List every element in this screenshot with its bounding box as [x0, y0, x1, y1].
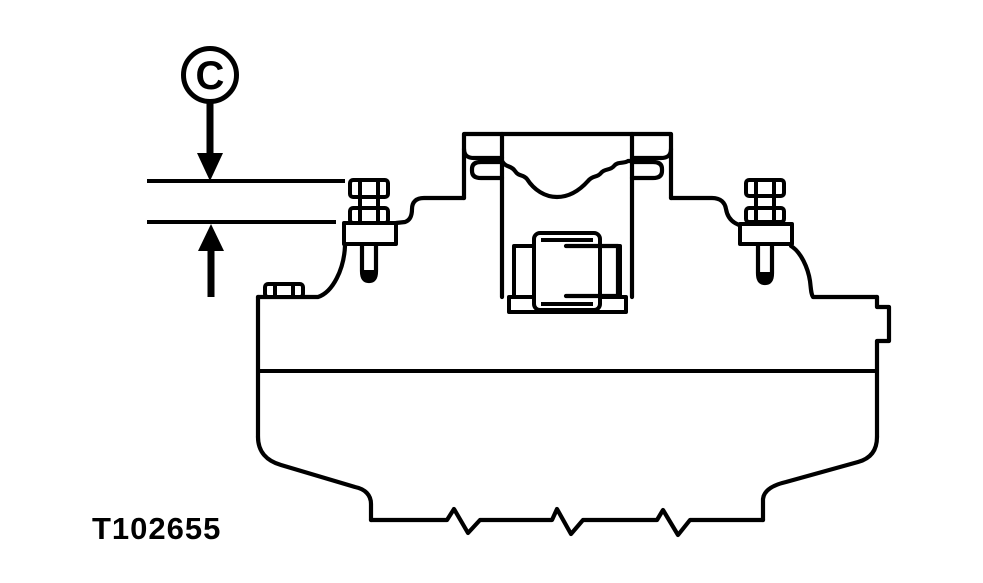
body-left-scurve — [393, 195, 467, 226]
measurement-callout-c: C — [147, 46, 345, 297]
body-lower-right-taper — [760, 434, 880, 523]
hex-bolt-small-left — [263, 282, 305, 299]
cap-step-left — [461, 146, 505, 161]
bolt-left-tip — [362, 270, 376, 281]
down-arrowhead-icon — [197, 153, 223, 181]
callout-circle — [181, 46, 239, 104]
mounting-bolt-right — [738, 178, 794, 286]
piston-front-block — [532, 231, 602, 312]
mounting-bolt-left — [342, 178, 398, 284]
hex-bolt-small-facets — [273, 285, 295, 296]
body-top-left-edge — [255, 243, 348, 300]
bolt-right-tip — [758, 272, 772, 283]
bolt-left-head — [348, 178, 390, 199]
body-bottom-break-line — [368, 506, 766, 538]
cap-ear-right — [629, 159, 665, 181]
piston-boot-saddle — [499, 158, 635, 200]
callout-label: C — [196, 54, 225, 98]
body-right-scurve — [668, 195, 742, 228]
body-top-right-edge — [788, 243, 880, 300]
cap-step-right — [629, 146, 674, 161]
rear-component-edge — [563, 243, 621, 299]
caliper-body — [255, 131, 892, 538]
body-lower-left-taper — [255, 434, 374, 523]
center-cylinder-assembly — [461, 131, 674, 314]
body-right-edge-notch — [874, 294, 892, 440]
bolt-left-boss-plate — [342, 221, 398, 246]
bolt-right-nut — [744, 206, 786, 224]
bolt-left-nut — [348, 206, 390, 225]
hex-bolt-small-head — [263, 282, 305, 299]
bolt-right-head-facets — [754, 181, 776, 221]
bolt-right-head — [744, 178, 786, 198]
bolt-right-boss-plate — [738, 222, 794, 246]
bolt-left-head-facets — [358, 181, 380, 222]
cap-ear-left — [469, 159, 505, 181]
figure-number: T102655 — [92, 511, 221, 546]
up-arrowhead-icon — [198, 224, 224, 251]
cylinder-cap-outline — [461, 131, 674, 201]
